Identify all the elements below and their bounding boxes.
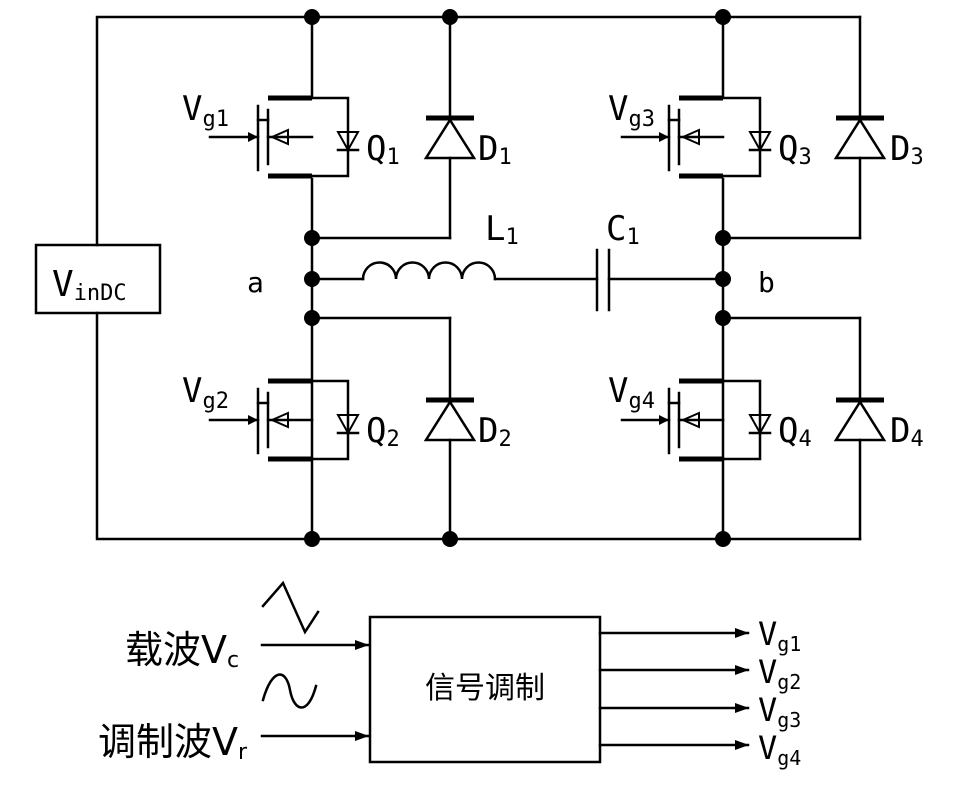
dc-rails bbox=[310, 15, 862, 541]
gate-vg2-label: Vg2 bbox=[182, 371, 229, 414]
dc-source-label: VinDC bbox=[52, 264, 127, 306]
switch-q1-label: Q1 bbox=[366, 129, 400, 170]
diode-d1-label: D1 bbox=[478, 129, 512, 170]
node-a-label: a bbox=[247, 266, 264, 299]
output-vg1-label: Vg1 bbox=[758, 615, 801, 656]
diode-d3 bbox=[833, 115, 887, 160]
modulator: 信号调制 载波Vc 调制波Vr Vg1 Vg2 Vg3 Vg4 bbox=[98, 580, 801, 770]
inductor-label: L1 bbox=[485, 209, 519, 250]
dc-source-box bbox=[34, 243, 162, 315]
modulating-label: 调制波Vr bbox=[98, 720, 248, 765]
modulating-waveform-icon bbox=[261, 673, 318, 709]
modulator-block-label: 信号调制 bbox=[425, 671, 545, 706]
output-vg2-label: Vg2 bbox=[758, 653, 801, 694]
capacitor-c1 bbox=[595, 248, 611, 312]
switch-q2 bbox=[208, 378, 360, 462]
modulator-block bbox=[368, 615, 602, 764]
diode-d3-label: D3 bbox=[890, 129, 924, 170]
diode-d4-label: D4 bbox=[890, 411, 924, 452]
output-vg4-label: Vg4 bbox=[758, 729, 801, 770]
dc-source: VinDC bbox=[34, 15, 314, 541]
switch-q2-label: Q2 bbox=[366, 411, 400, 452]
junctions bbox=[304, 9, 731, 547]
output-vg3-label: Vg3 bbox=[758, 691, 801, 732]
gate-vg3-label: Vg3 bbox=[608, 89, 655, 132]
node-b-label: b bbox=[758, 266, 775, 299]
gate-vg1-label: Vg1 bbox=[182, 89, 229, 132]
diode-d4 bbox=[833, 397, 887, 442]
switch-q4 bbox=[620, 378, 772, 462]
switch-q3-label: Q3 bbox=[778, 129, 812, 170]
gate-vg4-label: Vg4 bbox=[608, 371, 655, 414]
carrier-waveform-icon bbox=[261, 580, 320, 635]
switch-q1 bbox=[208, 95, 360, 179]
capacitor-label: C1 bbox=[606, 209, 640, 250]
diode-d2 bbox=[423, 397, 477, 442]
right-leg bbox=[721, 15, 862, 541]
inductor-l1 bbox=[361, 261, 497, 281]
diode-d2-label: D2 bbox=[478, 411, 512, 452]
circuit-labels: a b L1 C1 Q1 Q2 Q3 Q4 D1 D2 D3 D4 Vg1 Vg… bbox=[182, 89, 924, 452]
left-leg bbox=[310, 15, 452, 541]
switch-q4-label: Q4 bbox=[778, 411, 812, 452]
carrier-label: 载波Vc bbox=[125, 628, 239, 673]
diode-d1 bbox=[423, 115, 477, 160]
series-load bbox=[310, 248, 725, 312]
switch-q3 bbox=[620, 95, 772, 179]
